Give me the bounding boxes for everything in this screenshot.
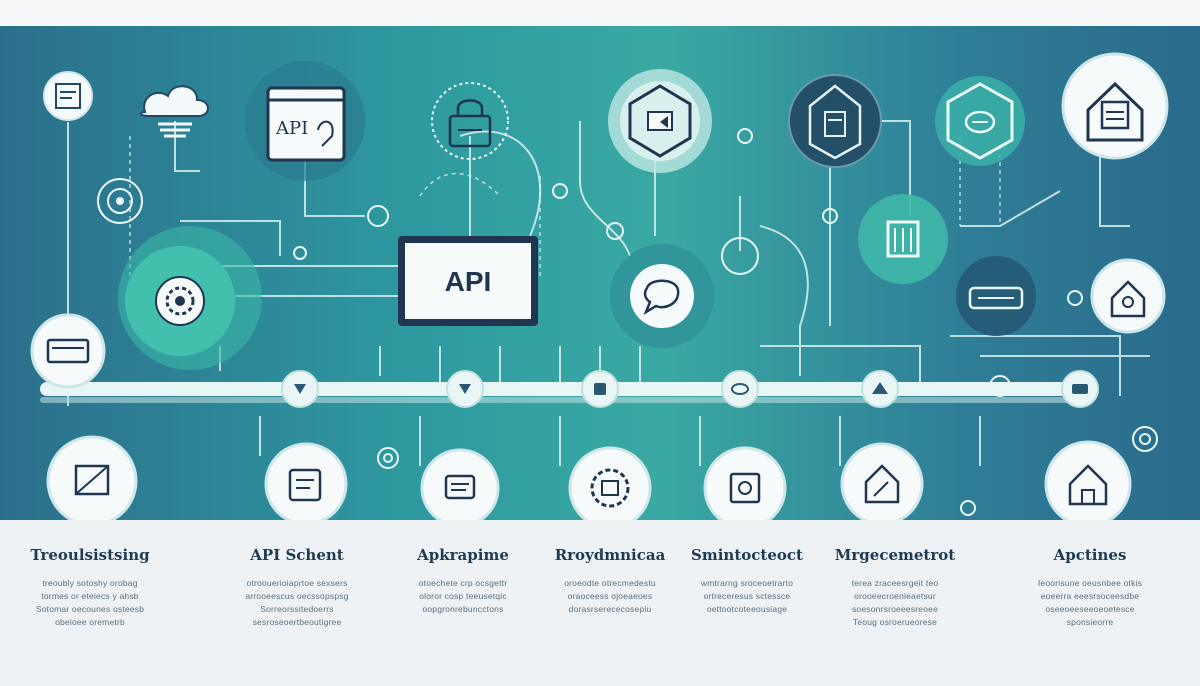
cloud-icon <box>139 85 209 138</box>
column-text: sponsieorre <box>1066 617 1114 627</box>
chat-icon <box>610 244 714 348</box>
hero-diagram: API <box>0 26 1200 520</box>
column-title: Apctines <box>1053 546 1127 564</box>
column-text: soesonrsroeeesreoee <box>851 604 939 614</box>
card-icon <box>46 435 138 520</box>
column-api-schent: API Schent otroouerioiaprtoe sexsers arr… <box>222 520 372 686</box>
cog-icon-small <box>97 178 143 224</box>
house-pen-icon <box>840 442 924 520</box>
column-text: Ieoorisune oeusnbee otkis <box>1037 578 1143 588</box>
column-text: sesroseoertbeoutigree <box>252 617 342 627</box>
column-apkrapime: Apkrapime otoechete crp ocsgettr oloror … <box>388 520 538 686</box>
column-text: oloror cosp teeusetqic <box>419 591 507 601</box>
house-list-icon <box>1061 52 1169 160</box>
tools-icon <box>956 256 1036 336</box>
column-apctines: Apctines Ieoorisune oeusnbee otkis eoeer… <box>1015 520 1165 686</box>
house-icon <box>1044 440 1132 520</box>
column-troubleshooting: Treoulsistsing treoubly sotoshy orobag t… <box>15 520 165 686</box>
message-icon <box>420 448 500 520</box>
timeline-nodes <box>281 370 1099 408</box>
hexagon-ticket-icon <box>608 69 712 173</box>
lock-icon <box>431 82 509 160</box>
building-icon <box>858 194 948 284</box>
column-text: dorasrserececosepiu <box>568 604 652 614</box>
column-text: obeioee oremetrb <box>55 617 125 627</box>
column-text: oseeoeeseeoeoetesce <box>1045 604 1135 614</box>
calendar-icon: API <box>245 61 365 181</box>
column-text: tormes or eteiecs y ahsb <box>41 591 139 601</box>
column-text: Teoug osroerueorese <box>852 617 938 627</box>
column-text: otoechete crp ocsgettr <box>418 578 508 588</box>
column-text: otroouerioiaprtoe sexsers <box>246 578 348 588</box>
small-cogs <box>377 426 1158 516</box>
column-text: arrooeescus oecssopspsg <box>245 591 349 601</box>
notes-icon <box>264 442 348 520</box>
api-screen: API <box>398 236 538 326</box>
network-diagram: API <box>30 52 1169 520</box>
column-text: terea zraceesrgeit teo <box>851 578 939 588</box>
node-dots <box>293 128 1083 397</box>
column-mrgecemetrot: Mrgecemetrot terea zraceesrgeit teo oroo… <box>820 520 970 686</box>
gear-chip-icon <box>568 446 652 520</box>
column-text: oettootcoteeousiage <box>706 604 788 614</box>
home-lock-icon <box>1090 258 1166 334</box>
hexagon-badge-icon <box>935 76 1025 166</box>
column-smintocteoct: Smintocteoct wmtrarng sroceoetrarto ortr… <box>672 520 822 686</box>
column-text: ortreceresus sctessce <box>703 591 791 601</box>
column-title: Treoulsistsing <box>30 546 150 564</box>
api-label: API <box>445 266 492 297</box>
top-border <box>0 0 1200 26</box>
column-text: Sorreorssitedoerrs <box>260 604 334 614</box>
document-icon <box>43 71 93 121</box>
column-title: Apkrapime <box>417 546 509 564</box>
column-title: Mrgecemetrot <box>834 546 956 564</box>
column-text: oroeodte otrecmedestu <box>564 578 656 588</box>
window-icon <box>703 446 787 520</box>
svg-text:API: API <box>275 118 308 139</box>
timeline-bar <box>40 382 1080 396</box>
column-title: Rroydmnicaa <box>554 546 666 564</box>
column-title: Smintocteoct <box>691 546 803 564</box>
keyboard-icon <box>30 313 106 389</box>
column-text: Sotomar oecounes osteesb <box>35 604 145 614</box>
column-rroydmnicaa: Rroydmnicaa oroeodte otrecmedestu oraoce… <box>535 520 685 686</box>
column-title: API Schent <box>250 546 344 564</box>
gear-icon <box>118 226 262 370</box>
column-text: oraoceess ojoeaeoes <box>567 591 653 601</box>
description-panel: Treoulsistsing treoubly sotoshy orobag t… <box>0 520 1200 686</box>
column-text: eoeerra eeesrsoceesdbe <box>1040 591 1140 601</box>
column-text: wmtrarng sroceoetrarto <box>700 578 794 588</box>
column-text: oopgronrebuncctons <box>422 604 504 614</box>
column-text: treoubly sotoshy orobag <box>42 578 138 588</box>
column-text: orooeecroenieaetsur <box>854 591 936 601</box>
house-settings-icon <box>788 74 882 168</box>
